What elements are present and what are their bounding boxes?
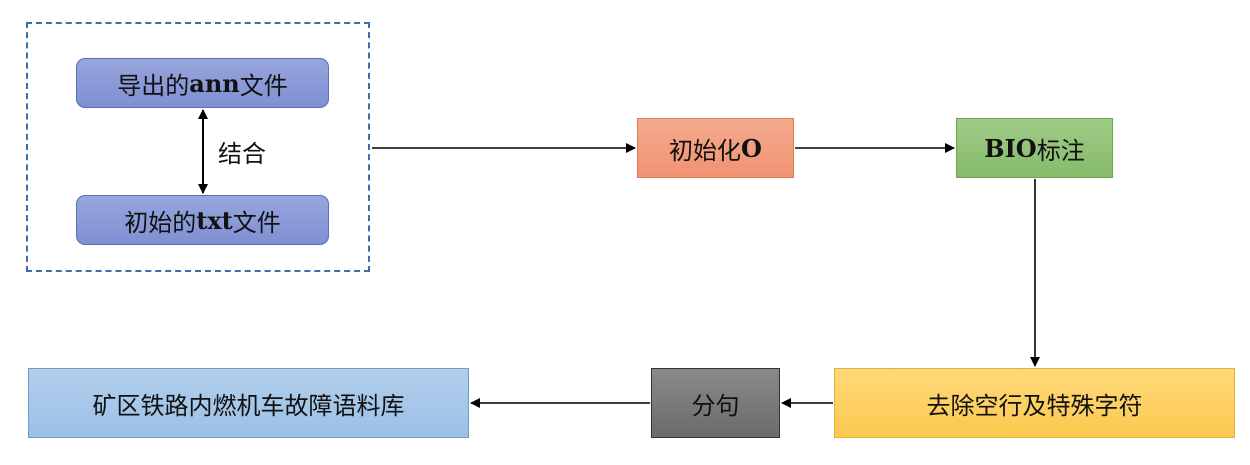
bio-label-bold: BIO [984, 133, 1037, 163]
export-label-part1: 导出的 [117, 71, 190, 100]
export-label-part2: 文件 [239, 71, 288, 100]
corpus-label: 矿区铁路内燃机车故障语料库 [92, 391, 405, 420]
init-label-bold: O [741, 133, 762, 163]
sentence-split-node: 分句 [651, 368, 780, 438]
combine-label: 结合 [218, 140, 266, 168]
fault-corpus-node: 矿区铁路内燃机车故障语料库 [28, 368, 469, 438]
txt-label-part2: 文件 [232, 208, 281, 237]
bio-label-part2: 标注 [1036, 136, 1085, 165]
export-label-bold: ann [189, 68, 240, 98]
init-label-part1: 初始化 [669, 136, 742, 165]
clean-label: 去除空行及特殊字符 [926, 391, 1143, 420]
split-label: 分句 [691, 391, 740, 420]
txt-label-bold: txt [196, 205, 233, 235]
txt-label-part1: 初始的 [124, 208, 197, 237]
input-files-group [26, 22, 370, 272]
remove-blank-lines-node: 去除空行及特殊字符 [834, 368, 1235, 438]
